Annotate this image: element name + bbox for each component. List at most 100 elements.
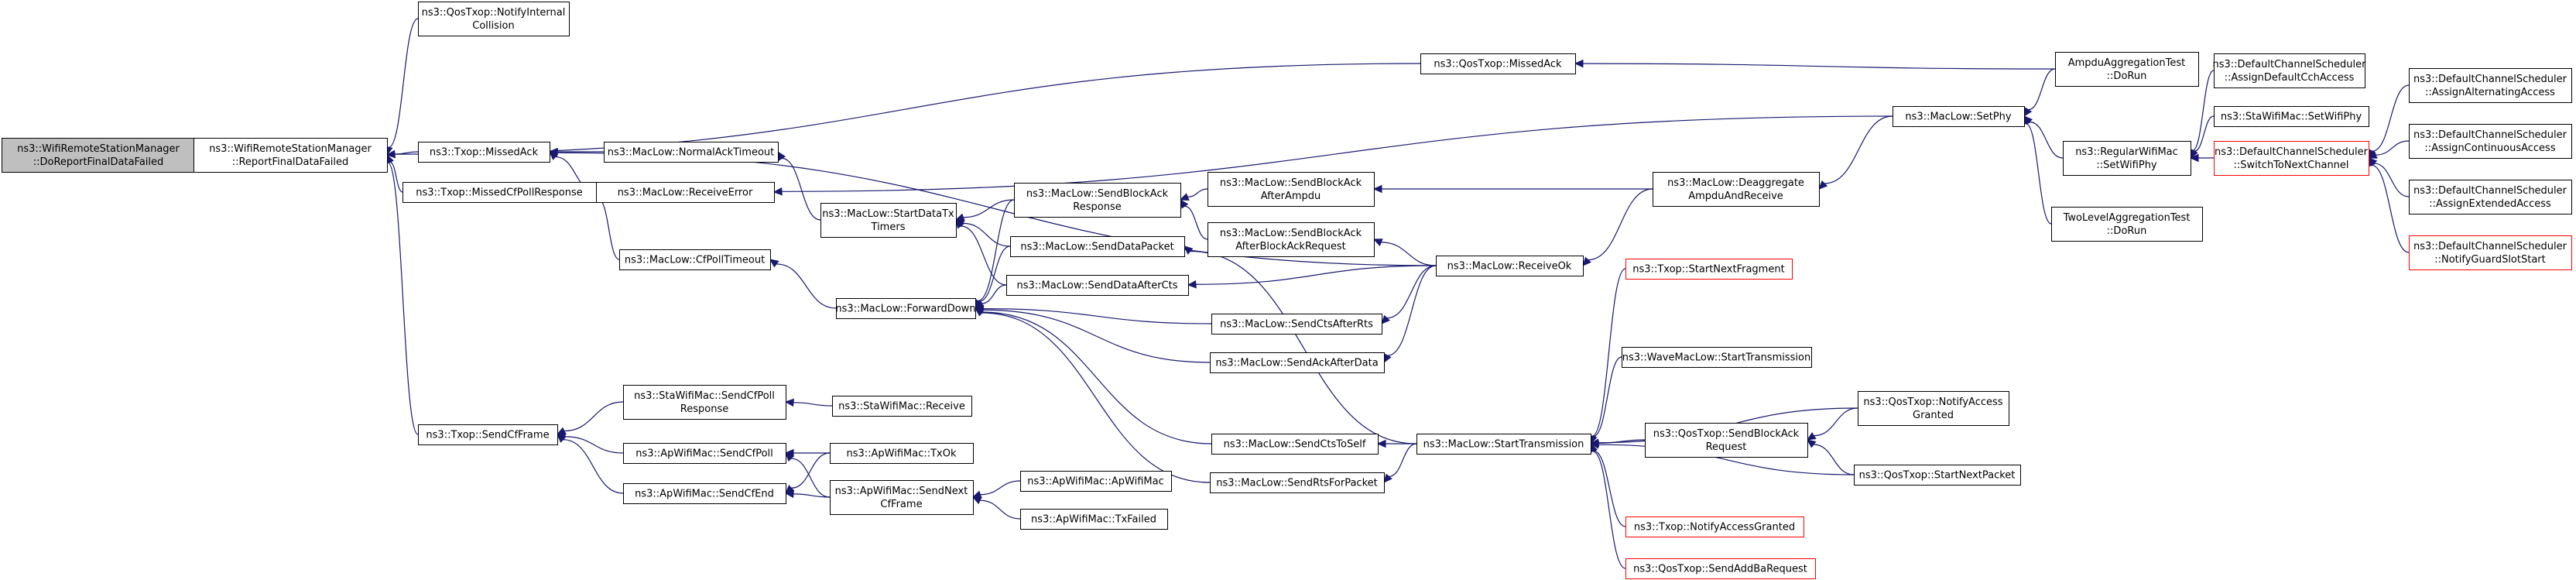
graph-node[interactable]: ns3::MacLow::SendBlockAckAfterBlockAckRe…	[1208, 222, 1375, 257]
node-label: CfFrame	[880, 499, 922, 510]
graph-node[interactable]: ns3::MacLow::SendCtsAfterRts	[1211, 314, 1382, 335]
node-label: ns3::QosTxop::SendBlockAck	[1653, 428, 1800, 440]
graph-node[interactable]: ns3::DefaultChannelScheduler::AssignExte…	[2409, 180, 2572, 214]
graph-node[interactable]: ns3::MacLow::StartTransmission	[1416, 434, 1591, 455]
edge-line	[1593, 356, 1622, 438]
edge-line	[978, 245, 1011, 302]
edge-arrowhead	[1372, 184, 1382, 194]
node-box	[1416, 434, 1591, 455]
node-label: ns3::RegularWifiMac	[2075, 146, 2178, 158]
graph-node[interactable]: ns3::MacLow::SendDataAfterCts	[1006, 275, 1189, 296]
node-label: ns3::ApWifiMac::TxOk	[846, 448, 957, 460]
call-edge	[1381, 265, 1437, 324]
graph-node[interactable]: ns3::WifiRemoteStationManager::ReportFin…	[194, 138, 388, 173]
node-label: ns3::MacLow::SendRtsForPacket	[1216, 478, 1378, 489]
edge-line	[564, 436, 624, 454]
node-box	[194, 138, 388, 173]
graph-node[interactable]: ns3::QosTxop::MissedAck	[1420, 53, 1576, 74]
edge-line	[2028, 68, 2056, 111]
graph-node[interactable]: ns3::MacLow::ReceiveOk	[1436, 256, 1584, 276]
graph-node[interactable]: AmpduAggregationTest::DoRun	[2055, 52, 2199, 87]
graph-node[interactable]: ns3::ApWifiMac::ApWifiMac	[1020, 471, 1172, 492]
graph-node[interactable]: ns3::Txop::MissedCfPollResponse	[402, 182, 597, 203]
graph-node[interactable]: ns3::MacLow::SendRtsForPacket	[1210, 472, 1385, 493]
node-box	[2051, 207, 2203, 242]
node-box	[820, 203, 957, 238]
graph-node[interactable]: ns3::WaveMacLow::StartTransmission	[1622, 347, 1812, 368]
call-edge	[1582, 188, 1653, 266]
node-box	[418, 2, 570, 36]
graph-node[interactable]: ns3::Txop::MissedAck	[418, 142, 550, 163]
edge-line	[1582, 63, 2056, 70]
node-label: ns3::Txop::MissedAck	[430, 147, 539, 159]
call-edge	[1574, 59, 2056, 70]
graph-node[interactable]: ns3::MacLow::SendAckAfterData	[1210, 352, 1385, 373]
node-label: ns3::MacLow::StartDataTx	[822, 208, 954, 220]
edge-line	[598, 198, 620, 260]
edge-line	[1591, 268, 1626, 437]
graph-node[interactable]: ns3::RegularWifiMac::SetWifiPhy	[2063, 141, 2191, 176]
edge-line	[394, 63, 1421, 155]
graph-node[interactable]: ns3::DefaultChannelScheduler::SwitchToNe…	[2214, 141, 2369, 176]
graph-node[interactable]: ns3::DefaultChannelScheduler::AssignDefa…	[2213, 53, 2367, 88]
graph-node[interactable]: ns3::StaWifiMac::Receive	[832, 396, 972, 417]
call-edge	[385, 18, 419, 156]
graph-node[interactable]: TwoLevelAggregationTest::DoRun	[2051, 207, 2203, 242]
node-label: ::SetWifiPhy	[2096, 160, 2157, 171]
call-edge	[2190, 115, 2215, 160]
graph-node[interactable]: ns3::QosTxop::SendAddBaRequest	[1625, 558, 1816, 579]
call-edge	[1372, 239, 1437, 266]
node-label: ::SwitchToNextChannel	[2233, 160, 2348, 171]
call-edge	[556, 401, 624, 435]
node-label: ns3::MacLow::ReceiveError	[618, 187, 753, 199]
graph-node[interactable]: ns3::DefaultChannelScheduler::AssignAlte…	[2409, 68, 2572, 103]
graph-node[interactable]: ns3::MacLow::NormalAckTimeout	[604, 142, 779, 163]
edge-arrowhead	[785, 452, 795, 462]
edge-line	[1824, 115, 1893, 184]
node-box	[596, 182, 775, 203]
graph-node[interactable]: ns3::ApWifiMac::SendCfPoll	[623, 443, 786, 464]
graph-node[interactable]: ns3::MacLow::CfPollTimeout	[619, 249, 771, 270]
call-edge	[2189, 153, 2214, 163]
node-label: ::DoRun	[2107, 70, 2147, 82]
edge-arrowhead	[548, 149, 559, 157]
graph-node[interactable]: ns3::QosTxop::NotifyAccessGranted	[1858, 391, 2009, 426]
graph-node[interactable]: ns3::QosTxop::StartNextPacket	[1854, 465, 2021, 486]
call-edge	[1590, 442, 1626, 527]
node-box	[830, 443, 974, 464]
node-label: ::DoReportFinalDataFailed	[33, 156, 164, 168]
graph-node[interactable]: ns3::DefaultChannelScheduler::AssignCont…	[2409, 124, 2572, 159]
graph-node[interactable]: ns3::MacLow::SendDataPacket	[1010, 236, 1185, 257]
graph-node[interactable]: ns3::Txop::NotifyAccessGranted	[1625, 517, 1804, 537]
graph-node[interactable]: ns3::Txop::SendCfFrame	[418, 424, 558, 445]
call-edge	[556, 432, 624, 454]
node-label: ns3::QosTxop::MissedAck	[1434, 59, 1562, 70]
node-box	[1625, 259, 1793, 280]
graph-node[interactable]: ns3::MacLow::SendCtsToSelf	[1211, 434, 1379, 455]
node-label: ns3::QosTxop::NotifyInternal	[422, 7, 566, 19]
graph-node[interactable]: ns3::MacLow::ForwardDown	[835, 298, 976, 319]
graph-node[interactable]: ns3::StaWifiMac::SetWifiPhy	[2214, 106, 2369, 127]
graph-node[interactable]: ns3::DefaultChannelScheduler::NotifyGuar…	[2409, 235, 2572, 270]
node-box	[619, 249, 771, 270]
graph-node[interactable]: ns3::ApWifiMac::TxOk	[830, 443, 974, 464]
graph-node[interactable]: ns3::Txop::StartNextFragment	[1625, 259, 1793, 280]
graph-node[interactable]: ns3::ApWifiMac::SendCfEnd	[623, 483, 786, 504]
call-edge	[777, 150, 821, 221]
node-box	[1211, 434, 1379, 455]
graph-node[interactable]: ns3::ApWifiMac::TxFailed	[1020, 509, 1168, 530]
edge-line	[2374, 163, 2410, 197]
edge-line	[1588, 188, 1653, 261]
graph-node[interactable]: ns3::MacLow::ReceiveError	[596, 182, 775, 203]
graph-node[interactable]: ns3::MacLow::SetPhy	[1893, 106, 2025, 127]
graph-node[interactable]: ns3::WifiRemoteStationManager::DoReportF…	[2, 138, 196, 173]
